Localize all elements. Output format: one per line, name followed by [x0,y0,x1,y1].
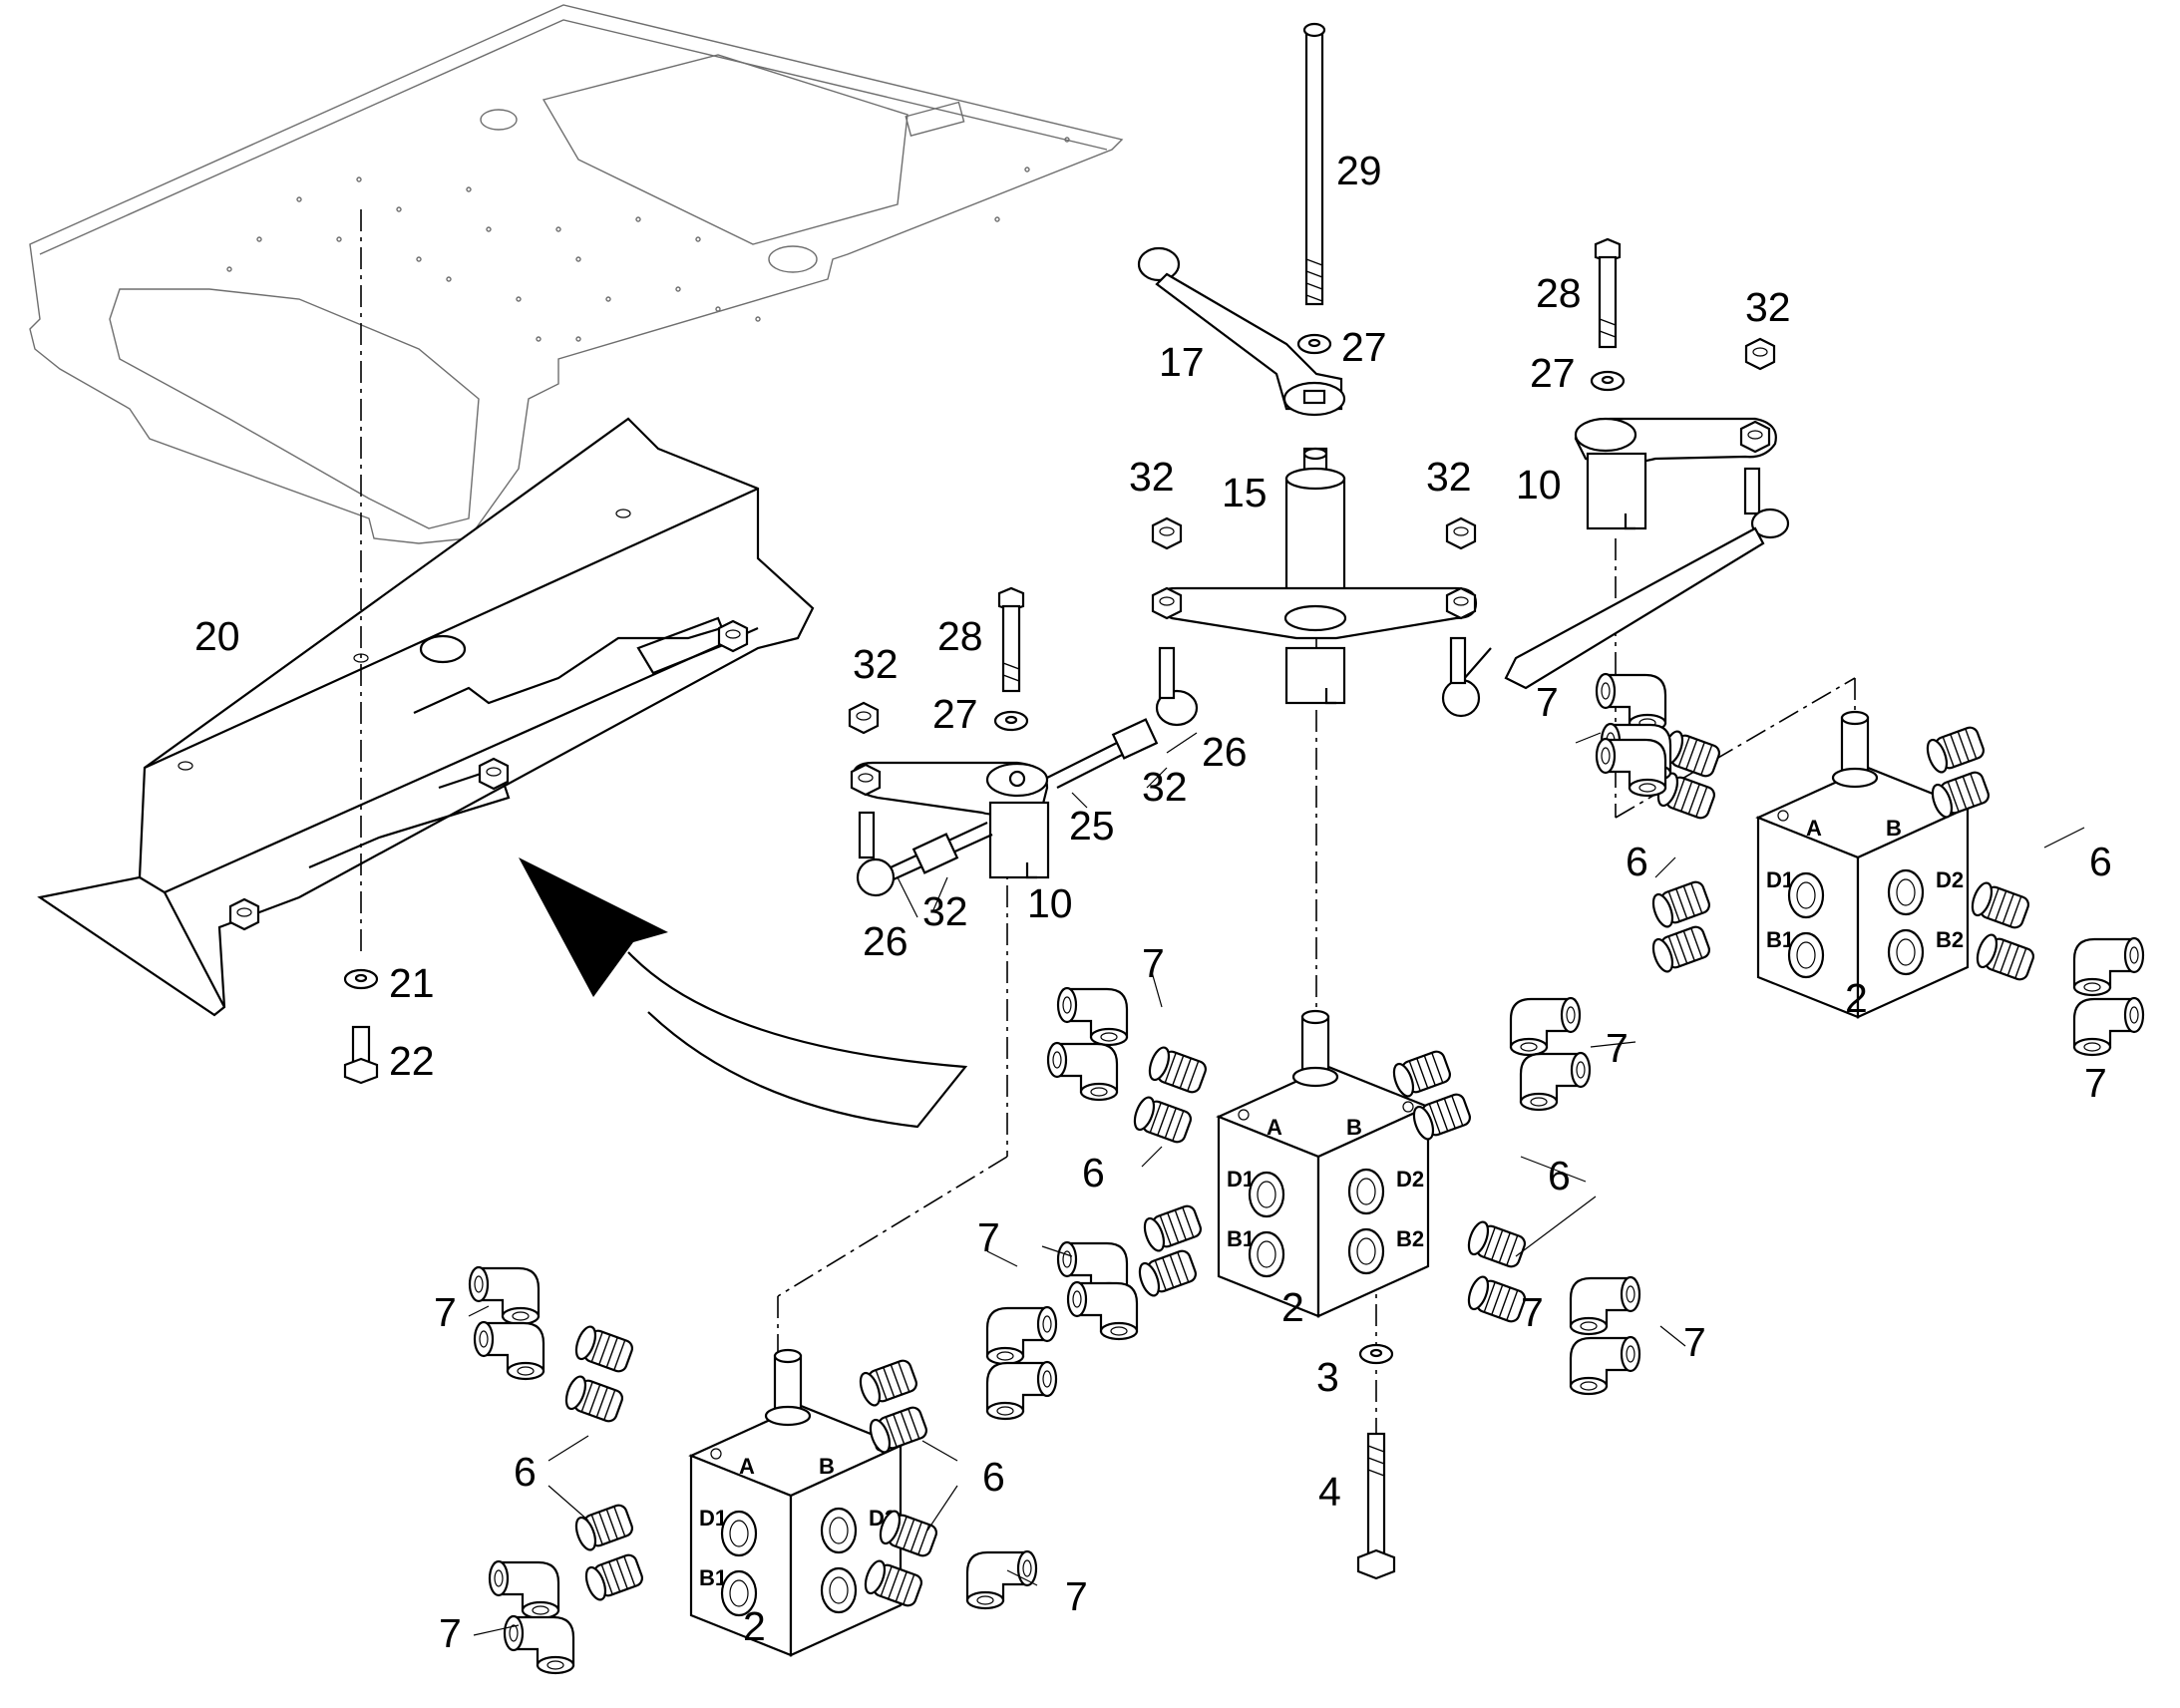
callout-15: 15 [1222,470,1268,515]
washer-27-top [1296,333,1332,355]
cross-arm [1151,586,1478,640]
callout-6-left-right: 6 [982,1454,1005,1500]
callout-6-right-left: 6 [1626,839,1648,884]
lever-10-right [1574,417,1777,530]
callout-26-lower: 26 [863,918,908,964]
callout-6-right-right: 6 [2089,839,2112,884]
callout-10-right: 10 [1516,462,1562,508]
callout-4: 4 [1318,1469,1341,1515]
nut-32-left [848,701,880,735]
rod-right [1441,467,1790,718]
callout-6-center-right: 6 [1548,1153,1571,1198]
callout-2-center: 2 [1281,1284,1304,1330]
bolt-22 [343,1025,379,1085]
callout-7-left-bottom: 7 [439,1610,462,1656]
callout-32-rod-lower: 32 [922,888,968,934]
callout-28-right: 28 [1536,270,1582,316]
nut-32-right-arm [1445,516,1477,550]
callout-21: 21 [389,960,435,1006]
callout-6-left-left: 6 [514,1449,537,1495]
callout-22: 22 [389,1038,435,1084]
callout-32-arm-right: 32 [1426,454,1472,500]
callout-7-center-right-bottom: 7 [1683,1319,1706,1365]
callout-28-left: 28 [937,613,983,659]
callouts: 29 28 32 27 17 27 15 32 32 10 32 20 28 7… [194,148,2112,1656]
valve-block-center [1217,1009,1430,1318]
callout-7-left-top: 7 [434,1289,457,1335]
callout-27-top: 27 [1341,324,1387,370]
callout-32-left-top: 32 [853,641,899,687]
lever-10-left [850,761,1050,879]
nut-32-right [1744,337,1776,371]
washer-3 [1358,1343,1394,1365]
direction-arrow [519,857,968,1129]
floor-plate [29,4,1124,544]
callout-3: 3 [1316,1354,1339,1400]
callout-10-left: 10 [1027,880,1073,926]
callout-32-rod-upper: 32 [1142,764,1188,810]
callout-7-center-top: 7 [1142,940,1165,986]
bolt-29 [1302,22,1326,306]
callout-20: 20 [194,613,240,659]
bolt-28-right [1594,237,1622,349]
callout-7-center-right-top: 7 [1606,1025,1629,1071]
callout-6-center-left: 6 [1082,1150,1105,1196]
callout-27-left: 27 [932,691,978,737]
callout-17: 17 [1159,339,1205,385]
shaft-15 [1284,447,1346,705]
lever-17 [1137,246,1346,417]
rod-left-lower [856,811,993,897]
washer-21 [343,968,379,990]
callout-2-left: 2 [743,1603,766,1649]
callout-7-left-right: 7 [1065,1573,1088,1619]
callout-32-arm-left: 32 [1129,454,1175,500]
leader-lines [468,732,2085,1636]
callout-26-upper: 26 [1202,729,1248,775]
callout-25: 25 [1069,803,1115,849]
rod-25 [1046,646,1199,789]
bracket-20 [37,417,815,1017]
callout-7-center-left-bottom: 7 [977,1214,1000,1260]
callout-2-right: 2 [1845,975,1868,1021]
washer-27-right [1590,370,1626,392]
bolt-28-left [997,586,1025,693]
nut-32-left-arm [1151,516,1183,550]
callout-7-right-top: 7 [1536,679,1559,725]
callout-29: 29 [1336,148,1382,193]
washer-27-left [993,710,1029,732]
bolt-4 [1356,1432,1396,1580]
callout-7-right-bottom: 7 [2084,1060,2107,1106]
callout-27-right: 27 [1530,350,1576,396]
callout-7-center-right-mid: 7 [1521,1289,1544,1335]
callout-32-right-top: 32 [1745,284,1791,330]
